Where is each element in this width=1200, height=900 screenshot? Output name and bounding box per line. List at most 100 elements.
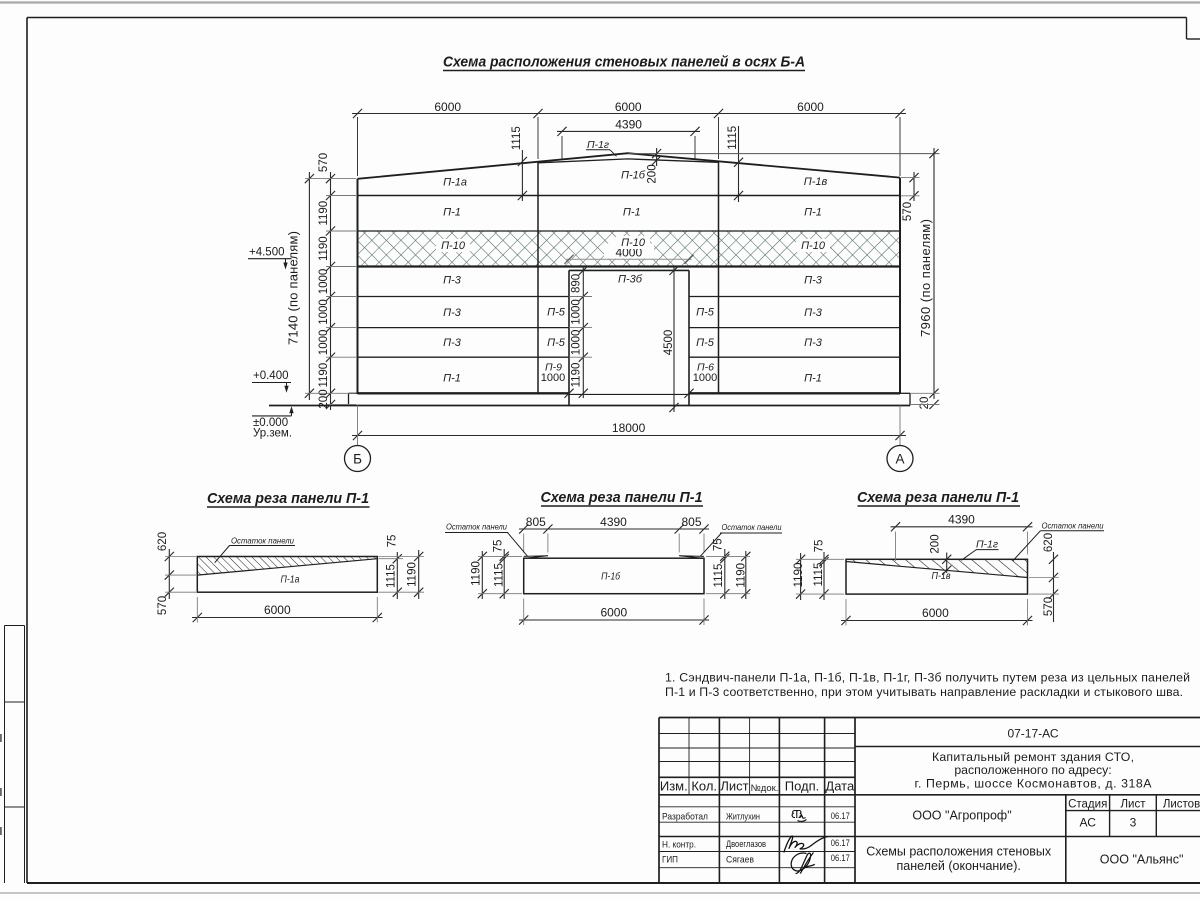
svg-text:Схема расположения стеновых па: Схема расположения стеновых панелей в ос…: [443, 54, 805, 71]
svg-text:П-1: П-1: [804, 206, 822, 218]
svg-text:Б: Б: [353, 451, 362, 466]
svg-text:1000: 1000: [318, 269, 330, 295]
svg-text:Кол.: Кол.: [691, 778, 717, 793]
svg-text:П-1: П-1: [804, 372, 822, 384]
svg-text:П-1в: П-1в: [932, 571, 951, 582]
svg-text:П-1а: П-1а: [281, 575, 300, 586]
svg-text:А: А: [895, 451, 904, 466]
svg-text:4500: 4500: [663, 330, 675, 356]
svg-text:П-1г: П-1г: [976, 538, 998, 550]
svg-text:П-3: П-3: [804, 307, 823, 319]
svg-text:890: 890: [571, 274, 583, 293]
svg-text:805: 805: [681, 515, 701, 529]
svg-text:Н. контр.: Н. контр.: [662, 840, 696, 850]
svg-text:АС: АС: [1079, 816, 1096, 830]
svg-text:П-5: П-5: [696, 306, 715, 318]
svg-text:ООО "Агропроф": ООО "Агропроф": [912, 809, 1011, 823]
svg-text:Схемы расположения стеновых: Схемы расположения стеновых: [866, 845, 1052, 859]
svg-text:570: 570: [1043, 597, 1055, 616]
svg-text:П-1: П-1: [443, 206, 461, 218]
svg-text:4390: 4390: [615, 118, 642, 132]
svg-text:Остаток панели: Остаток панели: [446, 522, 507, 532]
svg-text:75: 75: [493, 540, 505, 553]
svg-text:П-10: П-10: [801, 240, 826, 252]
svg-text:№док.: №док.: [751, 783, 779, 794]
svg-text:570: 570: [902, 202, 914, 221]
svg-text:Схема реза панели П-1: Схема реза панели П-1: [541, 489, 703, 506]
svg-text:Сягаев: Сягаев: [726, 854, 754, 864]
svg-text:1115: 1115: [727, 126, 739, 150]
svg-text:7960 (по панелям): 7960 (по панелям): [918, 219, 933, 337]
svg-text:Лист: Лист: [1121, 798, 1147, 810]
svg-text:Остаток панели: Остаток панели: [722, 522, 782, 532]
svg-text:6000: 6000: [797, 100, 824, 114]
svg-text:6000: 6000: [922, 606, 949, 620]
svg-text:П-5: П-5: [696, 337, 715, 349]
svg-text:1000: 1000: [318, 299, 330, 325]
svg-text:75: 75: [814, 540, 826, 553]
svg-text:П-1 и П-3 соответственно, при: П-1 и П-3 соответственно, при этом учиты…: [665, 685, 1183, 699]
svg-text:1115: 1115: [813, 563, 825, 587]
svg-text:Дата: Дата: [825, 778, 855, 793]
svg-text:П-1в: П-1в: [804, 176, 828, 188]
svg-text:+4.500: +4.500: [249, 246, 285, 258]
svg-text:Остаток панели: Остаток панели: [1042, 520, 1104, 530]
svg-text:1115: 1115: [494, 563, 506, 587]
svg-text:570: 570: [157, 596, 169, 615]
svg-text:П-5: П-5: [547, 337, 566, 349]
svg-text:Остаток панели: Остаток панели: [231, 535, 294, 545]
svg-text:Стадия: Стадия: [1068, 798, 1107, 810]
svg-text:П-1г: П-1г: [587, 139, 609, 151]
svg-text:П-5: П-5: [547, 306, 566, 318]
svg-text:4390: 4390: [948, 512, 975, 526]
svg-text:620: 620: [1043, 533, 1055, 552]
svg-text:1190: 1190: [318, 236, 330, 261]
svg-text:06.17: 06.17: [831, 811, 850, 821]
svg-text:6000: 6000: [600, 605, 627, 619]
svg-text:75: 75: [387, 535, 399, 548]
svg-text:П-10: П-10: [441, 240, 466, 252]
svg-text:П-6: П-6: [697, 361, 714, 373]
svg-text:6000: 6000: [264, 603, 291, 617]
svg-text:1190: 1190: [318, 363, 330, 388]
svg-text:1190: 1190: [471, 561, 483, 586]
svg-text:Схема реза панели П-1: Схема реза панели П-1: [857, 489, 1019, 506]
svg-text:П-3б: П-3б: [618, 274, 643, 286]
svg-text:±0.000: ±0.000: [253, 417, 288, 429]
svg-text:200: 200: [930, 534, 942, 553]
svg-text:1190: 1190: [793, 563, 805, 588]
svg-text:805: 805: [526, 515, 546, 529]
svg-text:П-3: П-3: [804, 274, 823, 286]
svg-text:1000: 1000: [541, 372, 565, 384]
svg-text:7140 (по панелям): 7140 (по панелям): [286, 231, 301, 345]
svg-text:Ур.зем.: Ур.зем.: [253, 427, 292, 439]
svg-text:06.17: 06.17: [831, 853, 850, 863]
svg-text:1190: 1190: [407, 562, 419, 587]
svg-text:1190: 1190: [571, 363, 583, 388]
svg-text:П-1а: П-1а: [443, 176, 467, 188]
svg-text:1000: 1000: [693, 372, 717, 384]
svg-text:1115: 1115: [386, 564, 398, 588]
svg-text:Капитальный ремонт здания СТО,: Капитальный ремонт здания СТО,: [932, 750, 1134, 764]
svg-text:620: 620: [157, 532, 169, 551]
svg-text:панелей (окончание).: панелей (окончание).: [897, 859, 1021, 873]
svg-text:1000: 1000: [318, 330, 330, 356]
svg-text:1000: 1000: [571, 299, 583, 325]
svg-text:П-3: П-3: [804, 337, 823, 349]
svg-text:+0.400: +0.400: [253, 370, 289, 382]
svg-text:П-10: П-10: [621, 237, 646, 249]
svg-text:1115: 1115: [511, 126, 523, 150]
svg-text:Разработал: Разработал: [662, 812, 708, 822]
svg-text:Подп.: Подп.: [785, 778, 820, 793]
svg-text:П-3: П-3: [443, 307, 462, 319]
svg-text:П-9: П-9: [545, 361, 562, 373]
svg-text:75: 75: [713, 538, 725, 551]
svg-text:1000: 1000: [571, 330, 583, 356]
svg-text:Двоеглазов: Двоеглазов: [726, 839, 766, 849]
svg-text:Житлухин: Житлухин: [726, 812, 760, 822]
svg-text:6000: 6000: [615, 100, 642, 114]
svg-text:Лист: Лист: [720, 778, 748, 793]
svg-text:570: 570: [318, 153, 330, 172]
svg-text:07-17-АС: 07-17-АС: [1007, 727, 1058, 741]
svg-text:ООО "Альянс": ООО "Альянс": [1100, 853, 1184, 867]
